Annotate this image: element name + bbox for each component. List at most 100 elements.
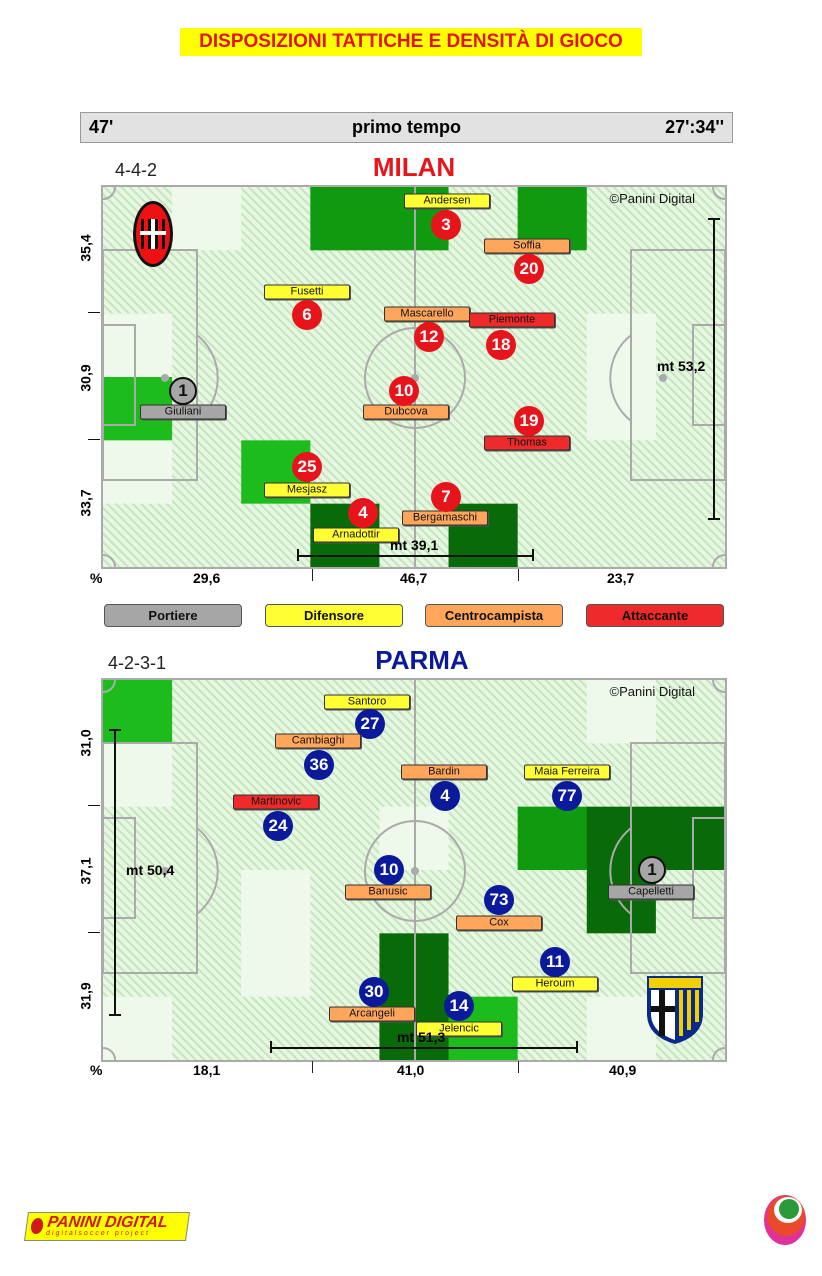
player-number-marker[interactable]: 18 (486, 330, 516, 360)
heatmap-cell (586, 250, 657, 315)
player-number-marker[interactable]: 73 (484, 885, 514, 915)
heatmap-cell (517, 680, 588, 744)
player-number-marker[interactable]: 36 (304, 750, 334, 780)
milan-team-title: MILAN (372, 152, 456, 182)
heatmap-cell (241, 503, 311, 567)
parma-width-label: mt 50,4 (126, 862, 175, 878)
player-number-marker[interactable]: 6 (292, 300, 322, 330)
player-number-marker[interactable]: 4 (430, 781, 460, 811)
milan-zone-y-2: 30,9 (77, 364, 94, 392)
parma-depth-label: mt 51,3 (397, 1029, 446, 1045)
player-name-label: Cambiaghi (275, 733, 361, 749)
heatmap-cell (586, 187, 657, 251)
player-name-label: Mesjasz (264, 482, 350, 498)
player-name-label: Heroum (512, 976, 598, 992)
legend-difensore: Difensore (265, 604, 403, 627)
player-name-label: Mascarello (384, 306, 470, 322)
player-number-marker[interactable]: 25 (292, 452, 322, 482)
milan-zone-y-3: 33,7 (77, 489, 94, 517)
player-number-marker[interactable]: 1 (638, 856, 666, 884)
match-minute: 47' (89, 117, 114, 137)
player-number-marker[interactable]: 10 (389, 376, 419, 406)
milan-zone-x-3: 23,7 (607, 570, 635, 586)
heatmap-cell (172, 870, 242, 934)
heatmap-cell (172, 680, 242, 744)
heatmap-cell (241, 933, 311, 998)
heatmap-cell (172, 996, 242, 1060)
match-clock: 27':34'' (665, 117, 724, 137)
player-name-label: Piemonte (469, 312, 555, 328)
player-name-label: Dubcova (363, 404, 449, 420)
heatmap-cell (103, 503, 173, 567)
player-number-marker[interactable]: 12 (414, 322, 444, 352)
milan-zone-y-1: 35,4 (77, 234, 94, 262)
parma-logo (645, 974, 705, 1046)
parma-zone-y-1: 31,0 (77, 729, 94, 757)
player-name-label: Jelencic (416, 1021, 502, 1037)
player-name-label: Fusetti (264, 284, 350, 300)
player-name-label: Arnadottir (313, 527, 399, 543)
match-time-bar: 47' primo tempo 27':34'' (80, 112, 733, 143)
heatmap-cell (517, 440, 588, 505)
player-number-marker[interactable]: 4 (348, 498, 378, 528)
parma-zone-y-3: 31,9 (77, 982, 94, 1010)
player-number-marker[interactable]: 30 (359, 977, 389, 1007)
player-number-marker[interactable]: 20 (514, 254, 544, 284)
heatmap-cell (655, 743, 725, 808)
heatmap-cell (655, 806, 725, 871)
player-name-label: Arcangeli (329, 1006, 415, 1022)
parma-depth-bar (270, 1047, 577, 1049)
heatmap-cell (655, 680, 725, 744)
heatmap-cell (172, 933, 242, 998)
legend-portiere: Portiere (104, 604, 242, 627)
player-number-marker[interactable]: 77 (552, 781, 582, 811)
player-number-marker[interactable]: 24 (263, 811, 293, 841)
heatmap-cell (172, 187, 242, 251)
heatmap-cell (241, 996, 311, 1060)
heatmap-cell (172, 440, 242, 505)
heatmap-cell (586, 503, 657, 567)
milan-depth-label: mt 39,1 (390, 537, 439, 553)
milan-zone-x-2: 46,7 (400, 570, 428, 586)
player-number-marker[interactable]: 1 (169, 377, 197, 405)
league-logo (762, 1194, 808, 1246)
parma-width-bar (114, 730, 116, 1015)
milan-zone-x-1: 29,6 (193, 570, 221, 586)
parma-zone-y-2: 37,1 (77, 857, 94, 885)
milan-pct-label: % (90, 570, 103, 586)
player-name-label: Bergamaschi (402, 510, 488, 526)
heatmap-cell (448, 806, 519, 871)
parma-zone-x-1: 18,1 (193, 1062, 221, 1078)
legend-attaccante: Attaccante (586, 604, 724, 627)
heatmap-cell (448, 250, 519, 315)
heatmap-cell (310, 870, 380, 934)
player-number-marker[interactable]: 3 (431, 210, 461, 240)
heatmap-cell (103, 440, 173, 505)
heatmap-cell (448, 680, 519, 744)
page-title: DISPOSIZIONI TATTICHE E DENSITÀ DI GIOCO (180, 28, 642, 56)
heatmap-cell (172, 503, 242, 567)
heatmap-cell (310, 187, 380, 251)
player-number-marker[interactable]: 7 (431, 482, 461, 512)
player-name-label: Martinovic (233, 794, 319, 810)
player-number-marker[interactable]: 11 (540, 947, 570, 977)
player-number-marker[interactable]: 14 (444, 991, 474, 1021)
heatmap-cell (310, 313, 380, 378)
player-number-marker[interactable]: 19 (514, 406, 544, 436)
heatmap-cell (310, 250, 380, 315)
heatmap-cell (310, 806, 380, 871)
heatmap-cell (172, 743, 242, 808)
panini-digital-logo: PANINI DIGITAL digitalsoccer project (23, 1212, 191, 1241)
heatmap-cell (448, 377, 519, 441)
heatmap-cell (241, 187, 311, 251)
heatmap-cell (517, 996, 588, 1060)
match-period: primo tempo (351, 117, 461, 137)
player-name-label: Santoro (324, 694, 410, 710)
player-number-marker[interactable]: 10 (374, 855, 404, 885)
player-name-label: Bardin (401, 764, 487, 780)
heatmap-cell (655, 870, 725, 934)
parma-formation: 4-2-3-1 (108, 653, 167, 673)
heatmap-cell (172, 250, 242, 315)
